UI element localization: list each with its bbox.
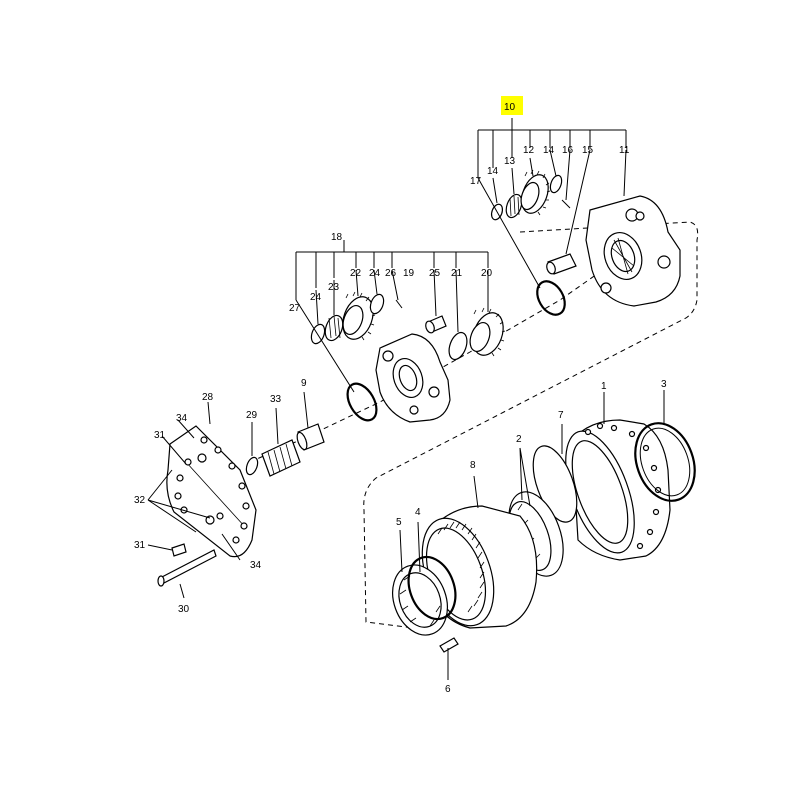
label-13: 13 [504,156,516,167]
label-23: 23 [328,282,340,293]
label-24b: 24 [310,292,322,303]
label-7: 7 [558,410,564,421]
label-21: 21 [451,268,463,279]
label-25: 25 [429,268,441,279]
label-29: 29 [246,410,258,421]
label-3: 3 [661,379,667,390]
label-2: 2 [516,434,522,445]
highlight-10 [501,96,523,115]
label-33: 33 [270,394,282,405]
label-31b: 31 [134,540,146,551]
label-34b: 34 [250,560,262,571]
label-10: 10 [504,102,516,113]
callout-labels: 1 2 3 4 5 6 7 8 9 10 11 12 13 14 14 15 1… [134,102,667,695]
label-17: 17 [470,176,482,187]
label-11: 11 [619,145,630,156]
label-28: 28 [202,392,214,403]
label-9: 9 [301,378,307,389]
label-31a: 31 [154,430,166,441]
label-26: 26 [385,268,397,279]
label-14a: 14 [543,145,555,156]
label-6: 6 [445,684,451,695]
label-24a: 24 [369,268,381,279]
label-1: 1 [601,381,607,392]
label-34a: 34 [176,413,188,424]
label-5: 5 [396,517,402,528]
housing-group [392,390,696,680]
planet-group-18 [295,240,506,423]
planet-group-10 [477,118,681,316]
label-22: 22 [350,268,362,279]
label-20: 20 [481,268,493,279]
assembly-outline [363,221,699,631]
label-30: 30 [178,604,190,615]
label-15: 15 [582,145,594,156]
label-27: 27 [289,303,301,314]
label-4: 4 [415,507,421,518]
label-18: 18 [331,232,343,243]
label-14b: 14 [487,166,499,177]
label-12: 12 [523,145,535,156]
label-8: 8 [470,460,476,471]
cover-group [147,391,325,599]
label-32: 32 [134,495,146,506]
label-16: 16 [562,145,574,156]
label-19: 19 [403,268,415,279]
